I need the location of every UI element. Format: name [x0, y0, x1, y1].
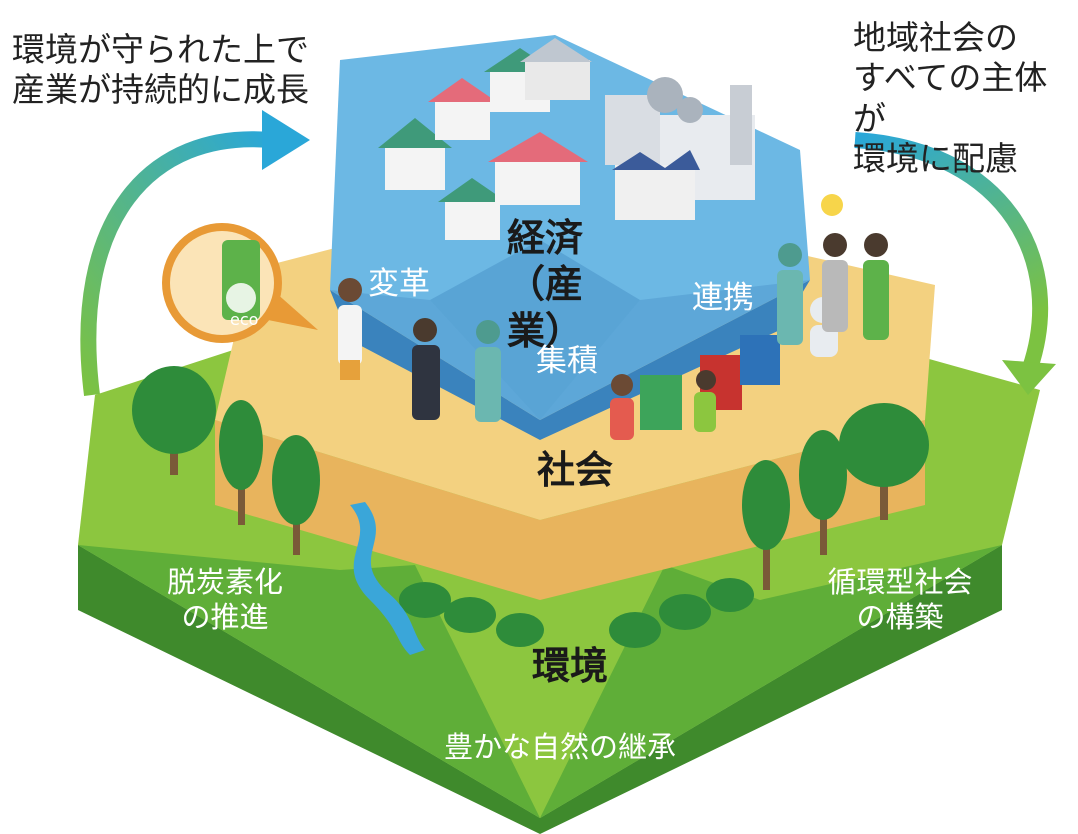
town-buildings [378, 38, 755, 240]
person-icon [822, 233, 848, 332]
house-building [438, 178, 507, 240]
environment-layer-title: 環境 [531, 644, 608, 688]
economy-layer-title: 経済 （産業） [506, 216, 583, 353]
caption-top-right: 地域社会の すべての主体が 環境に配慮 [853, 18, 1048, 178]
environment-label-bottom: 豊かな自然の継承 [443, 730, 676, 764]
factory-building [612, 150, 700, 220]
economy-label-center: 集積 [536, 343, 598, 379]
economy-facet-center [430, 240, 640, 420]
river [350, 502, 425, 655]
tree-icon [799, 430, 847, 555]
people [338, 194, 889, 440]
recycle-bin-green [640, 375, 682, 430]
person-icon [412, 318, 440, 420]
tree-icon [219, 400, 263, 525]
lightbulb-icon [821, 194, 843, 216]
tree-icon [839, 403, 929, 520]
person-icon [777, 243, 803, 345]
recycle-bin-blue [740, 335, 780, 385]
economy-label-left: 変革 [368, 266, 430, 302]
tree-icon [132, 366, 216, 475]
person-icon [694, 370, 716, 432]
shop-building [520, 38, 592, 100]
person-icon [475, 320, 501, 422]
tree-icon [742, 460, 790, 590]
tree-icon [272, 435, 320, 555]
economy-label-right: 連携 [692, 280, 754, 316]
trees [132, 366, 929, 590]
bushes [399, 578, 754, 648]
society-side [215, 420, 925, 600]
environment-label-right: 循環型社会 の構築 [827, 565, 973, 635]
shop-building [488, 132, 588, 205]
person-icon [863, 233, 889, 340]
eco-bag-badge [162, 223, 318, 343]
right-arrow-head [1002, 360, 1056, 395]
society-layer-title: 社会 [536, 448, 613, 492]
caption-top-left: 環境が守られた上で 産業が持続的に成長 [12, 30, 309, 110]
environment-label-left: 脱炭素化 の推進 [166, 565, 283, 635]
left-arrow-head [262, 110, 310, 170]
economy-facet-right [540, 280, 810, 420]
recycle-bins [640, 335, 780, 430]
house-building [378, 118, 452, 190]
right-arrow [854, 132, 1049, 371]
person-icon [610, 374, 634, 440]
environment-side-front [78, 545, 1002, 834]
left-arrow [80, 131, 271, 396]
environment-top-shade-right [540, 545, 1002, 818]
eco-badge-text: eco [230, 310, 259, 329]
house-building [428, 78, 497, 140]
person-icon [338, 278, 362, 380]
